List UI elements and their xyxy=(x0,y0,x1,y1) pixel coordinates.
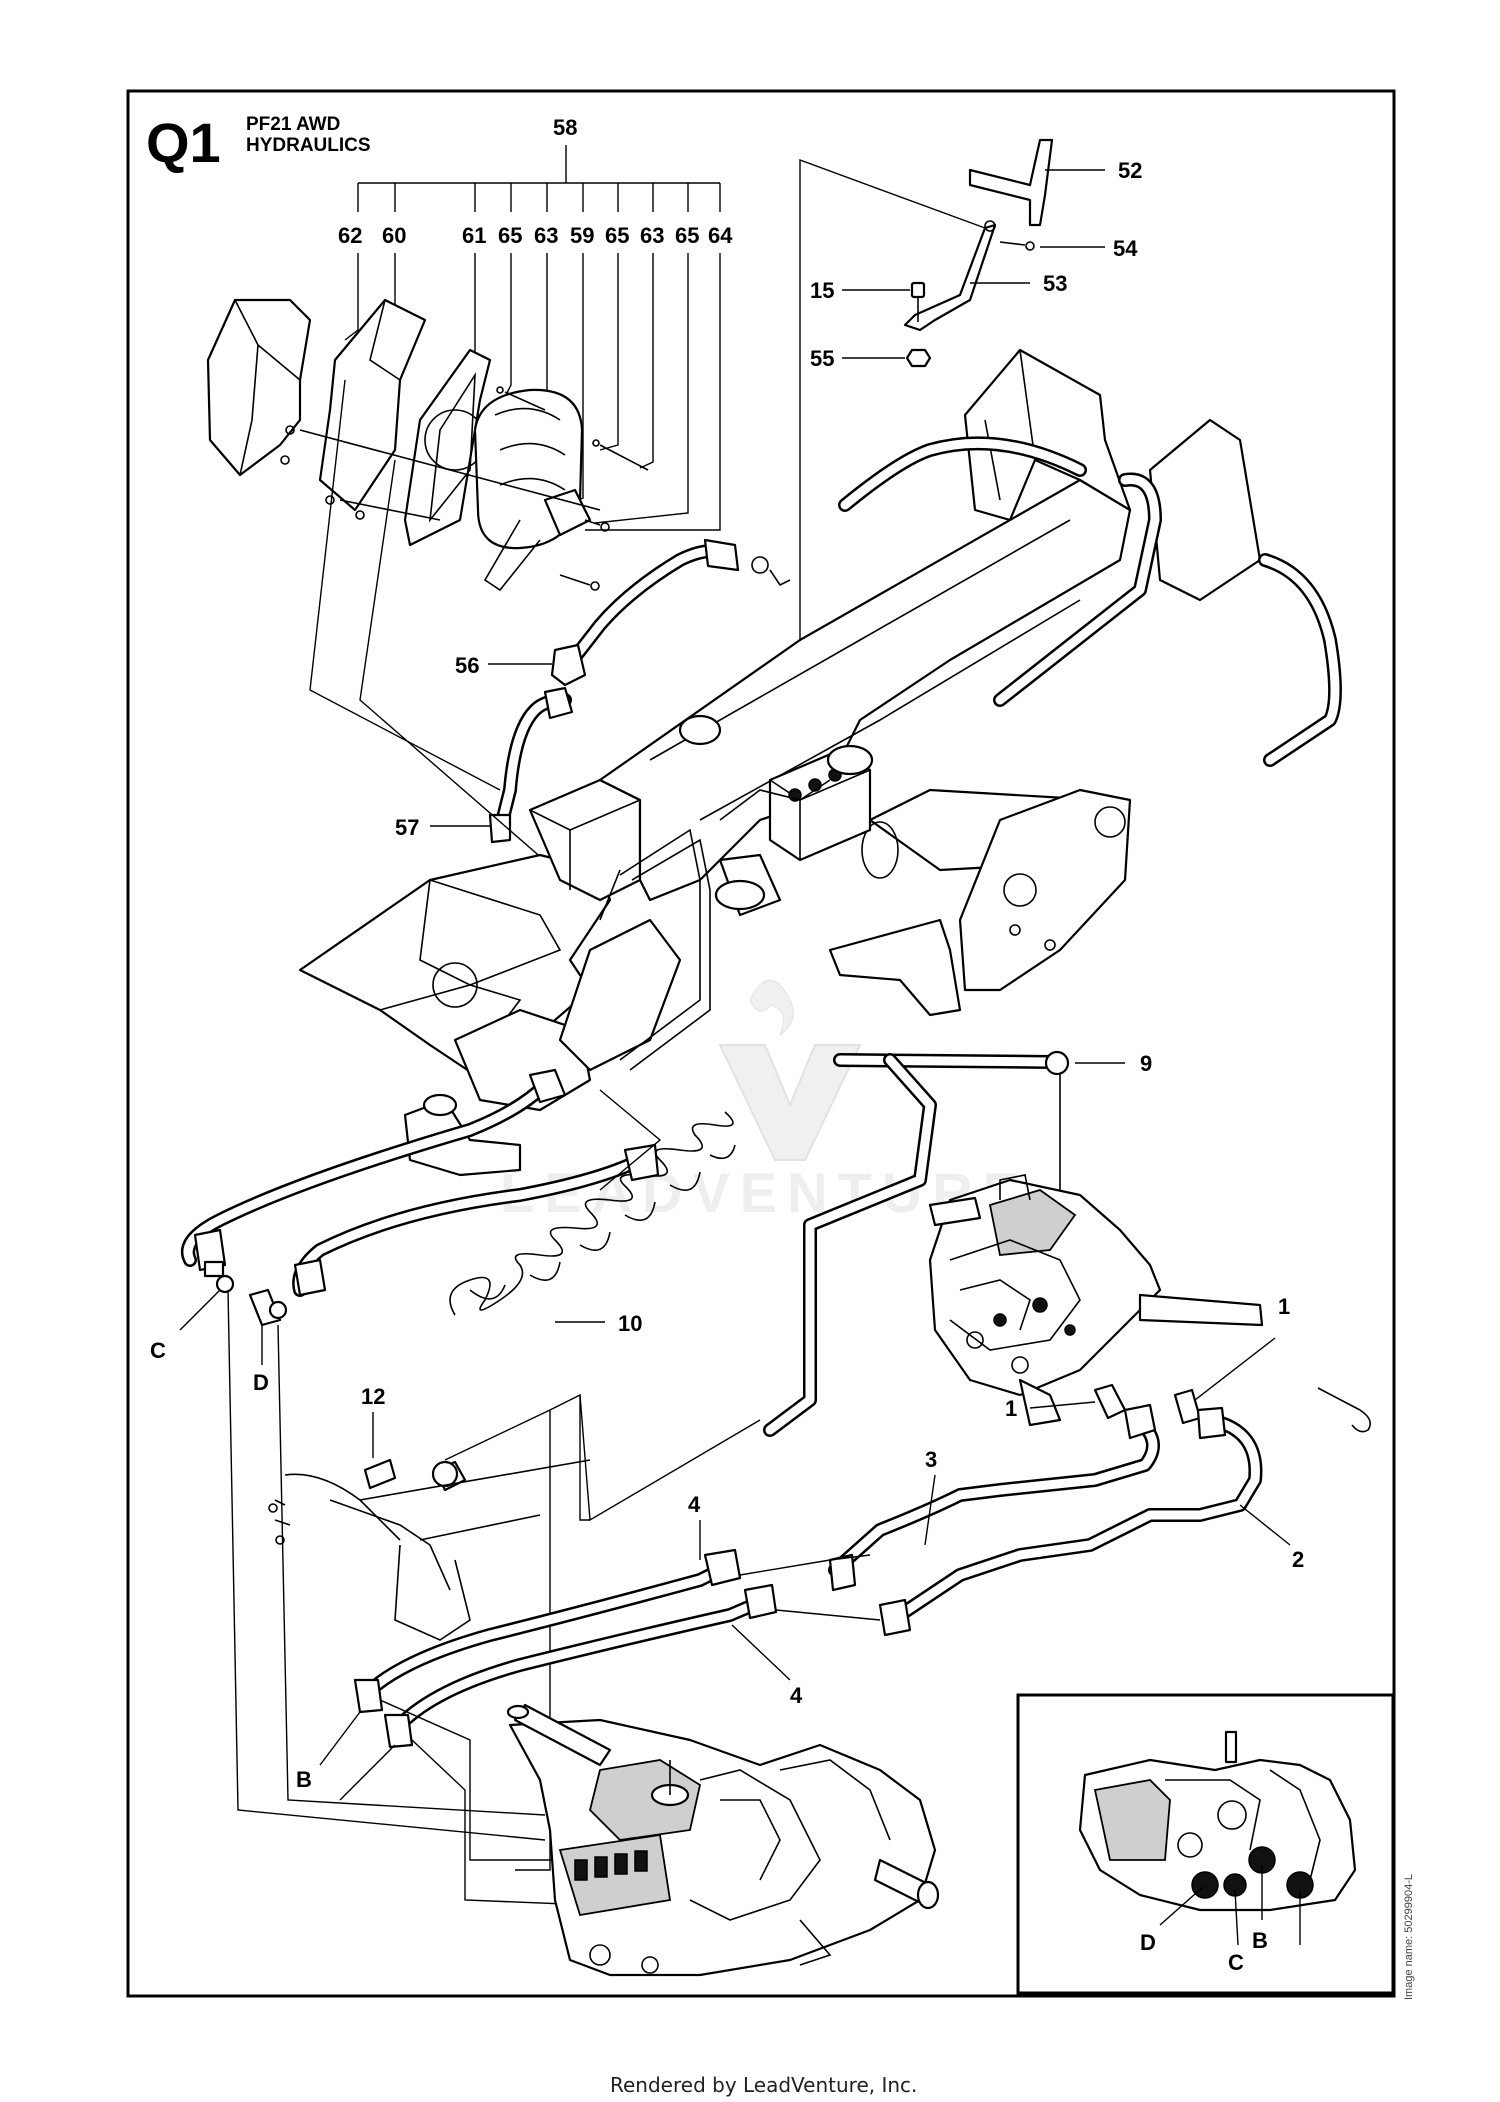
spring-10 xyxy=(449,1111,736,1323)
diagram-title-model: PF21 AWD xyxy=(246,114,340,135)
bracket-60 xyxy=(318,298,427,520)
callout-61: 61 xyxy=(462,223,486,248)
leader-hose-frame xyxy=(599,1089,662,1191)
screws-63-65 xyxy=(299,386,649,591)
callout-56: 56 xyxy=(455,653,479,678)
callout-58-group xyxy=(357,145,721,212)
hose-to-C xyxy=(181,1068,567,1294)
inset-callout-C: C xyxy=(1228,1950,1244,1975)
leader-rod-to-frame xyxy=(799,158,986,850)
leader-reservoir-frame xyxy=(359,459,591,901)
hose-57 xyxy=(430,686,574,844)
inset-leader-D xyxy=(1159,1886,1204,1926)
clamp-12 xyxy=(363,1412,467,1492)
render-credit: Rendered by LeadVenture, Inc. xyxy=(610,2073,917,2097)
callout-12: 12 xyxy=(361,1384,385,1409)
front-transaxle xyxy=(928,1174,1264,1427)
callout-54: 54 xyxy=(1113,236,1138,261)
reservoir-bracket-62 xyxy=(206,298,312,477)
watermark: LEADVENTURE xyxy=(500,979,1020,1224)
callout-63: 63 xyxy=(534,223,558,248)
diagram-code: Q1 xyxy=(146,111,221,174)
callout-65: 65 xyxy=(498,223,522,248)
line-B-lower-1 xyxy=(379,1699,590,1861)
callout-D: D xyxy=(253,1370,269,1395)
callout-15: 15 xyxy=(810,278,834,303)
leader-unlabeled xyxy=(339,1744,396,1801)
chassis-frame xyxy=(298,348,1342,1177)
callout-4: 4 xyxy=(688,1492,701,1517)
callout-3: 3 xyxy=(925,1447,937,1472)
control-rod-9 xyxy=(763,1050,1125,1437)
line-4-to-2 xyxy=(775,1609,881,1621)
leader-reservoir-57 xyxy=(309,379,501,791)
rod-53 xyxy=(903,220,1030,332)
rear-transaxle xyxy=(506,1703,940,1977)
leader-C xyxy=(179,1289,221,1331)
line-12-lower xyxy=(444,1408,551,1871)
callout-52: 52 xyxy=(1118,158,1142,183)
bolt-15 xyxy=(842,281,926,322)
line-12-lower-b xyxy=(549,1393,590,1521)
hose-4-lower xyxy=(383,1583,791,1749)
diagram-frame xyxy=(126,89,1396,1998)
callout-65: 65 xyxy=(675,223,699,248)
hose-56 xyxy=(488,538,791,687)
filter-housing-61 xyxy=(403,348,492,547)
nut-55 xyxy=(842,348,932,368)
callout-60: 60 xyxy=(382,223,406,248)
filter-59 xyxy=(473,388,592,592)
callout-58: 58 xyxy=(553,115,577,140)
callout-C: C xyxy=(150,1338,166,1363)
hose-4-upper xyxy=(353,1520,742,1714)
hose-to-D xyxy=(248,1143,660,1327)
image-name-note: Image name: 50299904-L xyxy=(1403,1874,1415,2000)
fitting-1-right xyxy=(1173,1337,1276,1425)
line-4-to-3 xyxy=(739,1554,871,1576)
line-D-lower xyxy=(277,1324,546,1816)
callout-65: 65 xyxy=(605,223,629,248)
inset-callout-B: B xyxy=(1252,1928,1268,1953)
callout-64: 64 xyxy=(708,223,733,248)
callout-1: 1 xyxy=(1278,1294,1290,1319)
callout-63: 63 xyxy=(640,223,664,248)
hose-2 xyxy=(878,1406,1291,1637)
callout-4: 4 xyxy=(790,1683,803,1708)
line-frame-3 xyxy=(579,1394,761,1522)
inset-transaxle xyxy=(1078,1730,1357,1912)
inset-callout-D: D xyxy=(1140,1930,1156,1955)
screw-54 xyxy=(999,241,1105,251)
callout-9: 9 xyxy=(1140,1051,1152,1076)
callout-57: 57 xyxy=(395,815,419,840)
line-B-lower-2 xyxy=(411,1739,591,1906)
callout-2: 2 xyxy=(1292,1547,1304,1572)
hose-3 xyxy=(828,1403,1160,1592)
callout-59: 59 xyxy=(570,223,594,248)
leader-B xyxy=(319,1711,361,1766)
mount-bracket xyxy=(268,1459,591,1641)
bracket-52 xyxy=(968,138,1105,227)
callout-62: 62 xyxy=(338,223,362,248)
callout-10: 10 xyxy=(618,1311,642,1336)
diagram-title-section: HYDRAULICS xyxy=(246,135,371,156)
callout-53: 53 xyxy=(1043,271,1067,296)
inset-leader-C xyxy=(1234,1889,1239,1946)
line-C-lower xyxy=(227,1289,546,1841)
callout-55: 55 xyxy=(810,346,834,371)
callout-B: B xyxy=(296,1767,312,1792)
callout-1: 1 xyxy=(1005,1396,1017,1421)
pin-clip xyxy=(1317,1387,1371,1433)
